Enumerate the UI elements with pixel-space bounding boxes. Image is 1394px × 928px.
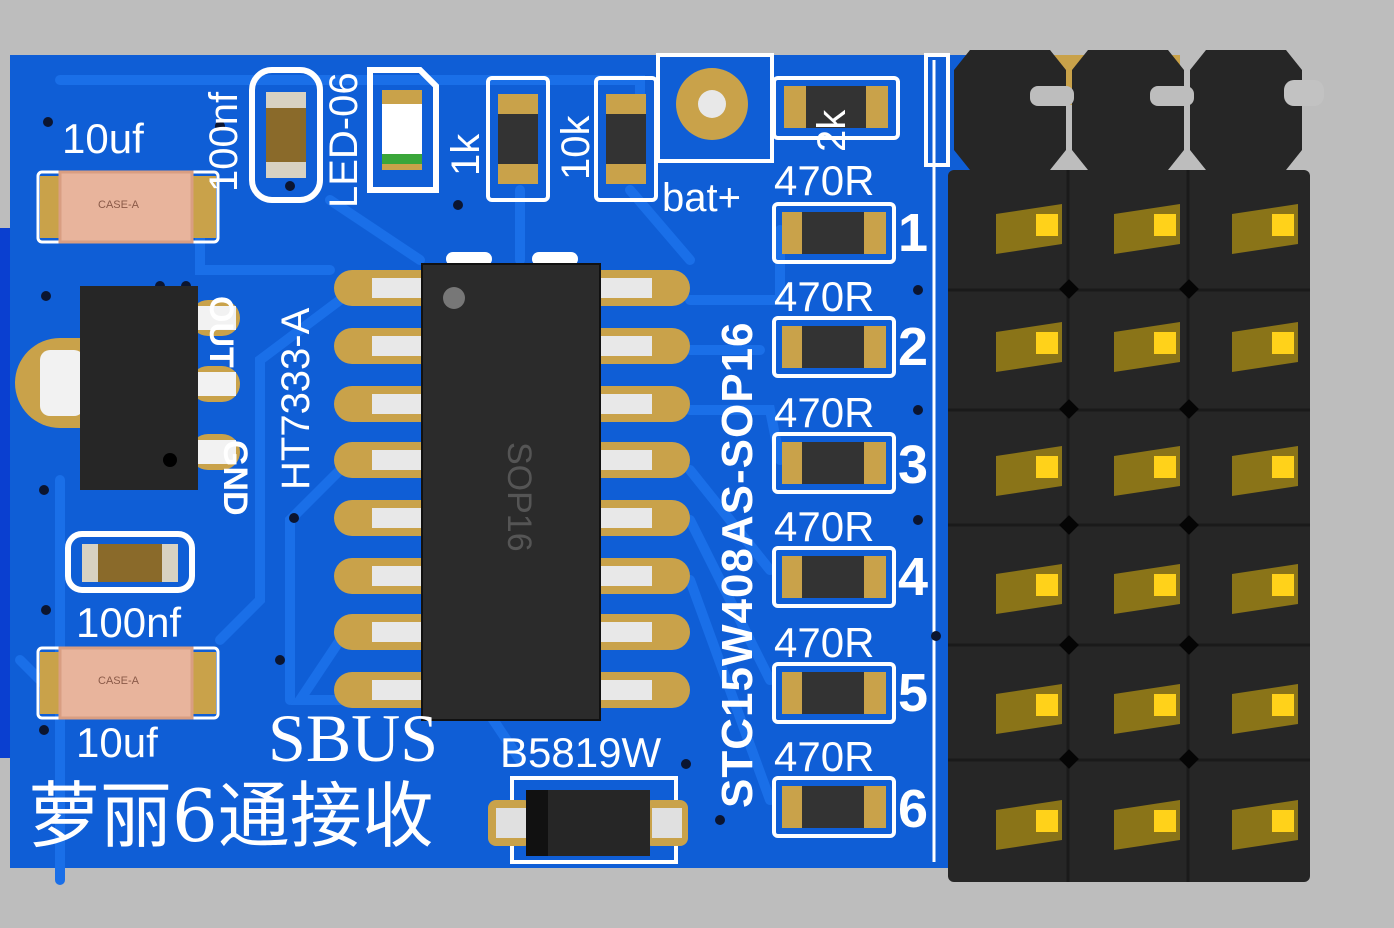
header-pin-tip xyxy=(1272,574,1294,596)
battery-pad xyxy=(656,53,774,163)
header-pin-tip xyxy=(1154,214,1176,236)
label-regulator: HT7333-A xyxy=(274,307,318,490)
label-res-10k: 10k xyxy=(554,115,598,181)
label-case-a-top: CASE-A xyxy=(98,199,139,211)
sop16-pads xyxy=(334,270,690,708)
channel-1-number: 1 xyxy=(898,203,929,263)
channel-2-resistor-label: 470R xyxy=(774,273,875,320)
left-edge-strip xyxy=(0,228,12,758)
header-pin-tip xyxy=(1154,810,1176,832)
channel-1-resistor-label: 470R xyxy=(774,157,875,204)
label-cap-100nf-mid: 100nf xyxy=(76,599,182,646)
header-pin-tip xyxy=(1272,214,1294,236)
label-cap-10uf-bottom: 10uf xyxy=(76,719,158,766)
label-res-1k: 1k xyxy=(444,133,488,176)
res-10k xyxy=(594,76,658,202)
label-case-a-bottom: CASE-A xyxy=(98,675,139,687)
cap-100nf-top xyxy=(249,67,323,203)
diode-b5819w xyxy=(488,776,688,864)
label-pin-gnd: GND xyxy=(216,440,254,516)
header-pin-tip xyxy=(1154,574,1176,596)
res-2k xyxy=(772,76,900,140)
res-1k xyxy=(486,76,550,202)
board-title: 萝丽6通接收 xyxy=(28,774,434,858)
label-sbus: SBUS xyxy=(268,700,439,776)
label-pin-out: OUT xyxy=(202,296,240,368)
header-pin-tip xyxy=(1272,456,1294,478)
channel-resistors xyxy=(772,202,896,838)
header-pin-tip xyxy=(1036,694,1058,716)
label-bat-plus: bat+ xyxy=(662,176,741,220)
channel-3-resistor-label: 470R xyxy=(774,389,875,436)
channel-4-number: 4 xyxy=(898,547,929,607)
header-pin-tip xyxy=(1272,694,1294,716)
label-cap-100nf-top: 100nf xyxy=(202,91,246,192)
label-led: LED-06 xyxy=(322,72,366,208)
label-mcu: STC15W408AS-SOP16 xyxy=(713,321,762,808)
header-pin-tip xyxy=(1036,214,1058,236)
pin-header xyxy=(924,50,1324,882)
header-pin-tip xyxy=(1036,574,1058,596)
channel-4-resistor-label: 470R xyxy=(774,503,875,550)
header-pin-tip xyxy=(1272,810,1294,832)
ic-stc15w408as xyxy=(421,252,601,721)
cap-100nf-mid xyxy=(65,531,195,593)
channel-5-number: 5 xyxy=(898,663,929,723)
channel-2-number: 2 xyxy=(898,317,929,377)
header-pin-tip xyxy=(1154,456,1176,478)
header-pin-tip xyxy=(1036,810,1058,832)
vias xyxy=(39,117,941,825)
regulator-ht7333 xyxy=(15,286,240,490)
label-res-2k: 2k xyxy=(810,109,854,152)
channel-3-number: 3 xyxy=(898,435,929,495)
cap-10uf-top xyxy=(36,170,220,244)
header-pin-tip xyxy=(1154,332,1176,354)
channel-6-resistor-label: 470R xyxy=(774,733,875,780)
header-pin-tip xyxy=(1154,694,1176,716)
header-pin-tip xyxy=(1036,456,1058,478)
label-ic-body: SOP16 xyxy=(500,442,538,552)
header-pin-tip xyxy=(1272,332,1294,354)
channel-5-resistor-label: 470R xyxy=(774,619,875,666)
label-cap-10uf-top: 10uf xyxy=(62,115,144,162)
channel-6-number: 6 xyxy=(898,779,929,839)
led-06 xyxy=(367,67,439,193)
cap-10uf-bottom xyxy=(36,646,220,720)
header-pin-tip xyxy=(1036,332,1058,354)
label-diode: B5819W xyxy=(500,729,662,776)
